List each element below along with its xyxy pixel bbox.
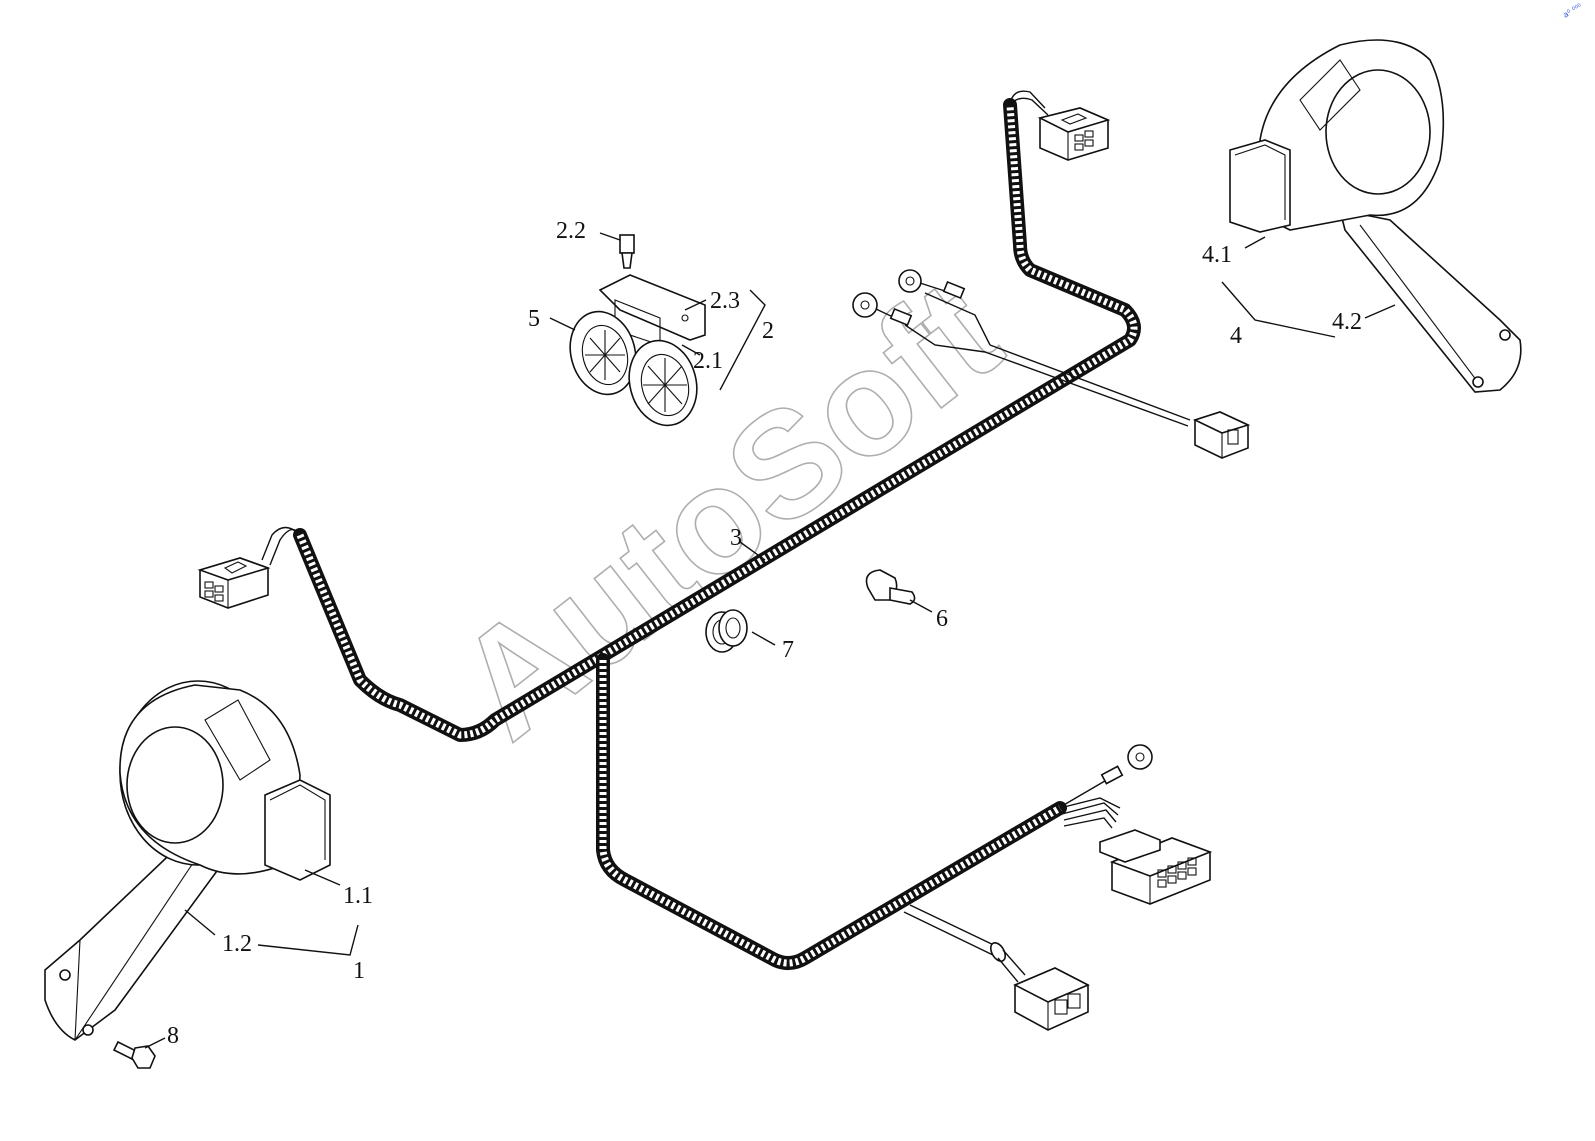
label-2-2: 2.2 [556,218,586,244]
label-8: 8 [167,1023,179,1049]
label-7: 7 [782,637,794,663]
part-1-lever-switch [44,680,331,1041]
part-6-clip [865,569,916,605]
upper-wire-branch [852,269,1251,459]
label-5: 5 [528,306,540,332]
label-6: 6 [936,606,948,632]
label-1: 1 [353,958,365,984]
callout-labels: 2.2 2.3 2 5 2.1 3 6 7 4.1 4 4.2 1.1 1.2 … [167,218,1362,1049]
label-1-1: 1.1 [343,883,373,909]
part-7-grommet [705,609,748,653]
top-connector [1037,107,1111,161]
label-2-1: 2.1 [693,348,723,374]
left-connector [197,557,271,609]
part-4-lever-switch [1229,39,1522,393]
watermark-text: AutoSoft [426,248,1028,770]
corner-mark: a⁰ ⁰⁰⁰ [1562,2,1584,20]
part-2-horn-assembly [569,234,706,427]
label-1-2: 1.2 [222,931,252,957]
lower-wire-branches [903,744,1213,1031]
label-4: 4 [1230,323,1242,349]
label-2: 2 [762,318,774,344]
leader-lines [144,232,1396,1049]
label-2-3: 2.3 [710,288,740,314]
label-3: 3 [730,525,742,551]
part-8-bolt [112,1040,156,1069]
main-harness [293,98,1141,970]
label-4-2: 4.2 [1332,309,1362,335]
label-4-1: 4.1 [1202,242,1232,268]
